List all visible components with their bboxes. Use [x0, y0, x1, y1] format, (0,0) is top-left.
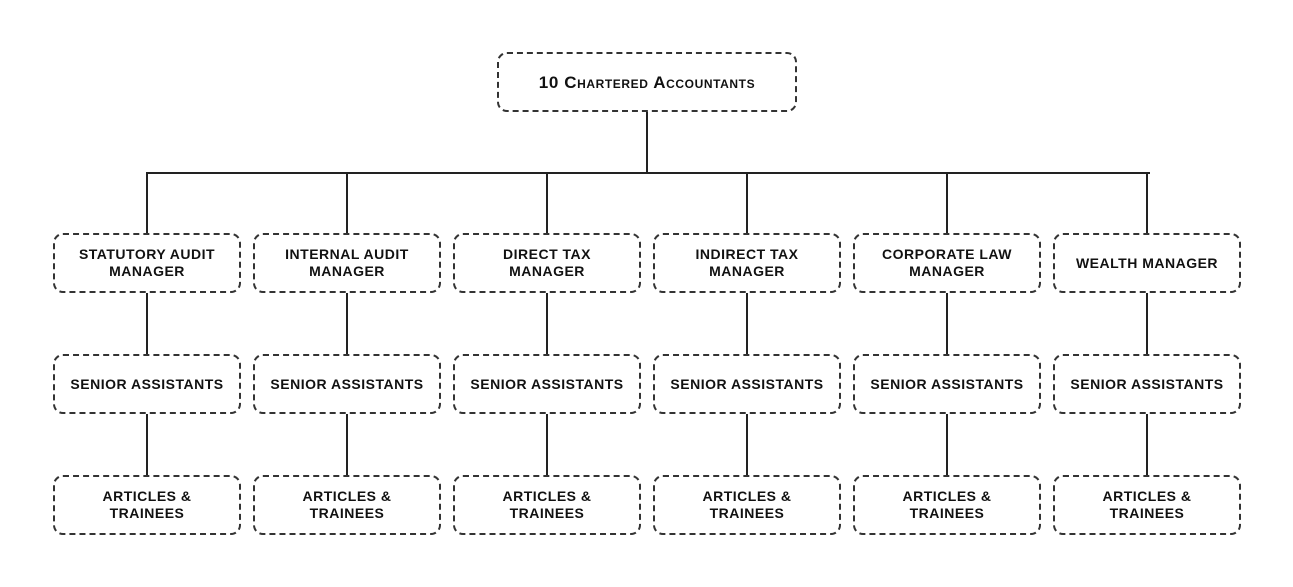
node-label: Statutory Audit Manager: [78, 246, 216, 279]
connector-horizontal-bus: [147, 172, 1150, 174]
node-manager: Wealth Manager: [1053, 233, 1241, 293]
connector-vertical: [746, 414, 748, 475]
node-senior-assistants: Senior Assistants: [853, 354, 1041, 414]
node-manager: Corporate Law Manager: [853, 233, 1041, 293]
node-articles-trainees: Articles & Trainees: [653, 475, 841, 535]
connector-vertical: [346, 293, 348, 354]
node-label: Articles & Trainees: [902, 488, 992, 521]
connector-bus-to-manager: [1146, 172, 1148, 233]
node-chartered-accountants: 10 Chartered Accountants: [497, 52, 797, 112]
connector-vertical: [546, 293, 548, 354]
node-articles-trainees: Articles & Trainees: [253, 475, 441, 535]
connector-vertical: [946, 293, 948, 354]
connector-bus-to-manager: [346, 172, 348, 233]
node-label: Direct Tax Manager: [503, 246, 591, 279]
node-label: 10 Chartered Accountants: [538, 72, 756, 92]
node-senior-assistants: Senior Assistants: [253, 354, 441, 414]
node-label: Articles & Trainees: [102, 488, 192, 521]
node-articles-trainees: Articles & Trainees: [53, 475, 241, 535]
connector-vertical: [346, 414, 348, 475]
node-manager: Statutory Audit Manager: [53, 233, 241, 293]
node-label: Senior Assistants: [270, 375, 424, 392]
connector-vertical: [146, 293, 148, 354]
connector-bus-to-manager: [146, 172, 148, 233]
node-senior-assistants: Senior Assistants: [453, 354, 641, 414]
node-label: Articles & Trainees: [702, 488, 792, 521]
node-label: Corporate Law Manager: [882, 246, 1012, 279]
node-label: Articles & Trainees: [1102, 488, 1192, 521]
node-senior-assistants: Senior Assistants: [653, 354, 841, 414]
node-label: Wealth Manager: [1075, 254, 1219, 271]
connector-bus-to-manager: [946, 172, 948, 233]
node-label: Articles & Trainees: [302, 488, 392, 521]
connector-vertical: [1146, 293, 1148, 354]
node-label: Senior Assistants: [1070, 375, 1224, 392]
connector-vertical: [1146, 414, 1148, 475]
node-senior-assistants: Senior Assistants: [53, 354, 241, 414]
connector-vertical: [146, 414, 148, 475]
node-manager: Internal Audit Manager: [253, 233, 441, 293]
node-label: Internal Audit Manager: [285, 246, 409, 279]
node-articles-trainees: Articles & Trainees: [1053, 475, 1241, 535]
connector-vertical: [946, 414, 948, 475]
node-manager: Indirect Tax Manager: [653, 233, 841, 293]
connector-vertical: [546, 414, 548, 475]
node-label: Senior Assistants: [70, 375, 224, 392]
node-manager: Direct Tax Manager: [453, 233, 641, 293]
node-label: Senior Assistants: [670, 375, 824, 392]
node-articles-trainees: Articles & Trainees: [853, 475, 1041, 535]
connector-bus-to-manager: [746, 172, 748, 233]
connector-top-trunk: [646, 112, 648, 173]
node-label: Senior Assistants: [470, 375, 624, 392]
node-label: Articles & Trainees: [502, 488, 592, 521]
node-articles-trainees: Articles & Trainees: [453, 475, 641, 535]
node-label: Senior Assistants: [870, 375, 1024, 392]
connector-bus-to-manager: [546, 172, 548, 233]
node-senior-assistants: Senior Assistants: [1053, 354, 1241, 414]
node-label: Indirect Tax Manager: [695, 246, 799, 279]
connector-vertical: [746, 293, 748, 354]
